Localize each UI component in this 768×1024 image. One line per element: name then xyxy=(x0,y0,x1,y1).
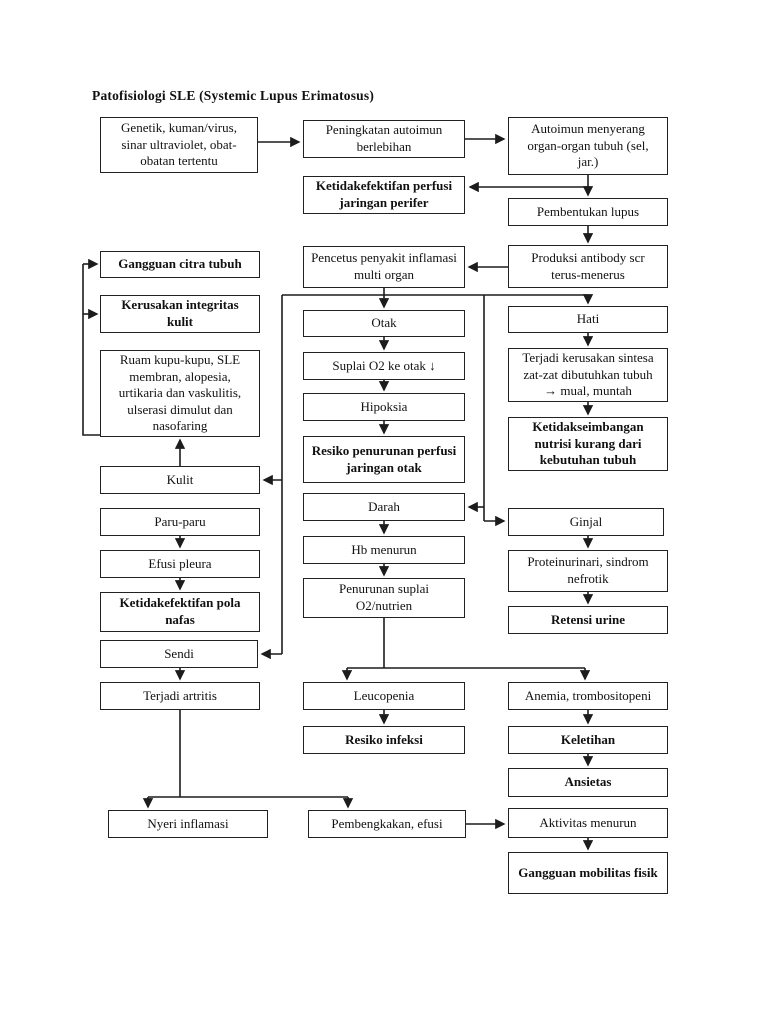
node-genetik: Genetik, kuman/virus, sinar ultraviolet,… xyxy=(100,117,258,173)
node-hati: Hati xyxy=(508,306,668,333)
node-ketidakefektifan-perfusi-perifer: Ketidakefektifan perfusi jaringan perife… xyxy=(303,176,465,214)
node-efusi-pleura: Efusi pleura xyxy=(100,550,260,578)
node-darah: Darah xyxy=(303,493,465,521)
node-ansietas: Ansietas xyxy=(508,768,668,797)
node-hipoksia: Hipoksia xyxy=(303,393,465,421)
node-suplai-o2-otak: Suplai O2 ke otak ↓ xyxy=(303,352,465,380)
node-gangguan-mobilitas-fisik: Gangguan mobilitas fisik xyxy=(508,852,668,894)
diagram-title: Patofisiologi SLE (Systemic Lupus Erimat… xyxy=(92,88,375,103)
node-aktivitas-menurun: Aktivitas menurun xyxy=(508,808,668,838)
node-proteinurinari: Proteinurinari, sindrom nefrotik xyxy=(508,550,668,592)
node-ketidakseimbangan-nutrisi: Ketidakseimbangan nutrisi kurang dari ke… xyxy=(508,417,668,471)
node-retensi-urine: Retensi urine xyxy=(508,606,668,634)
node-ginjal: Ginjal xyxy=(508,508,664,536)
node-hb-menurun: Hb menurun xyxy=(303,536,465,564)
node-ketidakefektifan-pola-nafas: Ketidakefektifan pola nafas xyxy=(100,592,260,632)
node-produksi-antibody: Produksi antibody scr terus-menerus xyxy=(508,245,668,288)
node-autoimun-menyerang: Autoimun menyerang organ-organ tubuh (se… xyxy=(508,117,668,175)
node-resiko-infeksi: Resiko infeksi xyxy=(303,726,465,754)
node-peningkatan-autoimun: Peningkatan autoimun berlebihan xyxy=(303,120,465,158)
node-terjadi-artritis: Terjadi artritis xyxy=(100,682,260,710)
node-gangguan-citra-tubuh: Gangguan citra tubuh xyxy=(100,251,260,278)
rail-ruam-elbow xyxy=(82,264,100,436)
node-sendi: Sendi xyxy=(100,640,258,668)
node-nyeri-inflamasi: Nyeri inflamasi xyxy=(108,810,268,838)
node-kerusakan-integritas-kulit: Kerusakan integritas kulit xyxy=(100,295,260,333)
node-terjadi-kerusakan-sintesa: Terjadi kerusakan sintesa zat-zat dibutu… xyxy=(508,348,668,402)
node-paru-paru: Paru-paru xyxy=(100,508,260,536)
node-ruam-kupu-kupu: Ruam kupu-kupu, SLE membran, alopesia, u… xyxy=(100,350,260,437)
node-kulit: Kulit xyxy=(100,466,260,494)
node-pembentukan-lupus: Pembentukan lupus xyxy=(508,198,668,226)
node-keletihan: Keletihan xyxy=(508,726,668,754)
node-otak: Otak xyxy=(303,310,465,337)
node-penurunan-suplai: Penurunan suplai O2/nutrien xyxy=(303,578,465,618)
node-pencetus-penyakit: Pencetus penyakit inflamasi multi organ xyxy=(303,246,465,288)
node-resiko-penurunan-perfusi: Resiko penurunan perfusi jaringan otak xyxy=(303,436,465,483)
node-anemia-trombositopeni: Anemia, trombositopeni xyxy=(508,682,668,710)
node-pembengkakan-efusi: Pembengkakan, efusi xyxy=(308,810,466,838)
node-leucopenia: Leucopenia xyxy=(303,682,465,710)
